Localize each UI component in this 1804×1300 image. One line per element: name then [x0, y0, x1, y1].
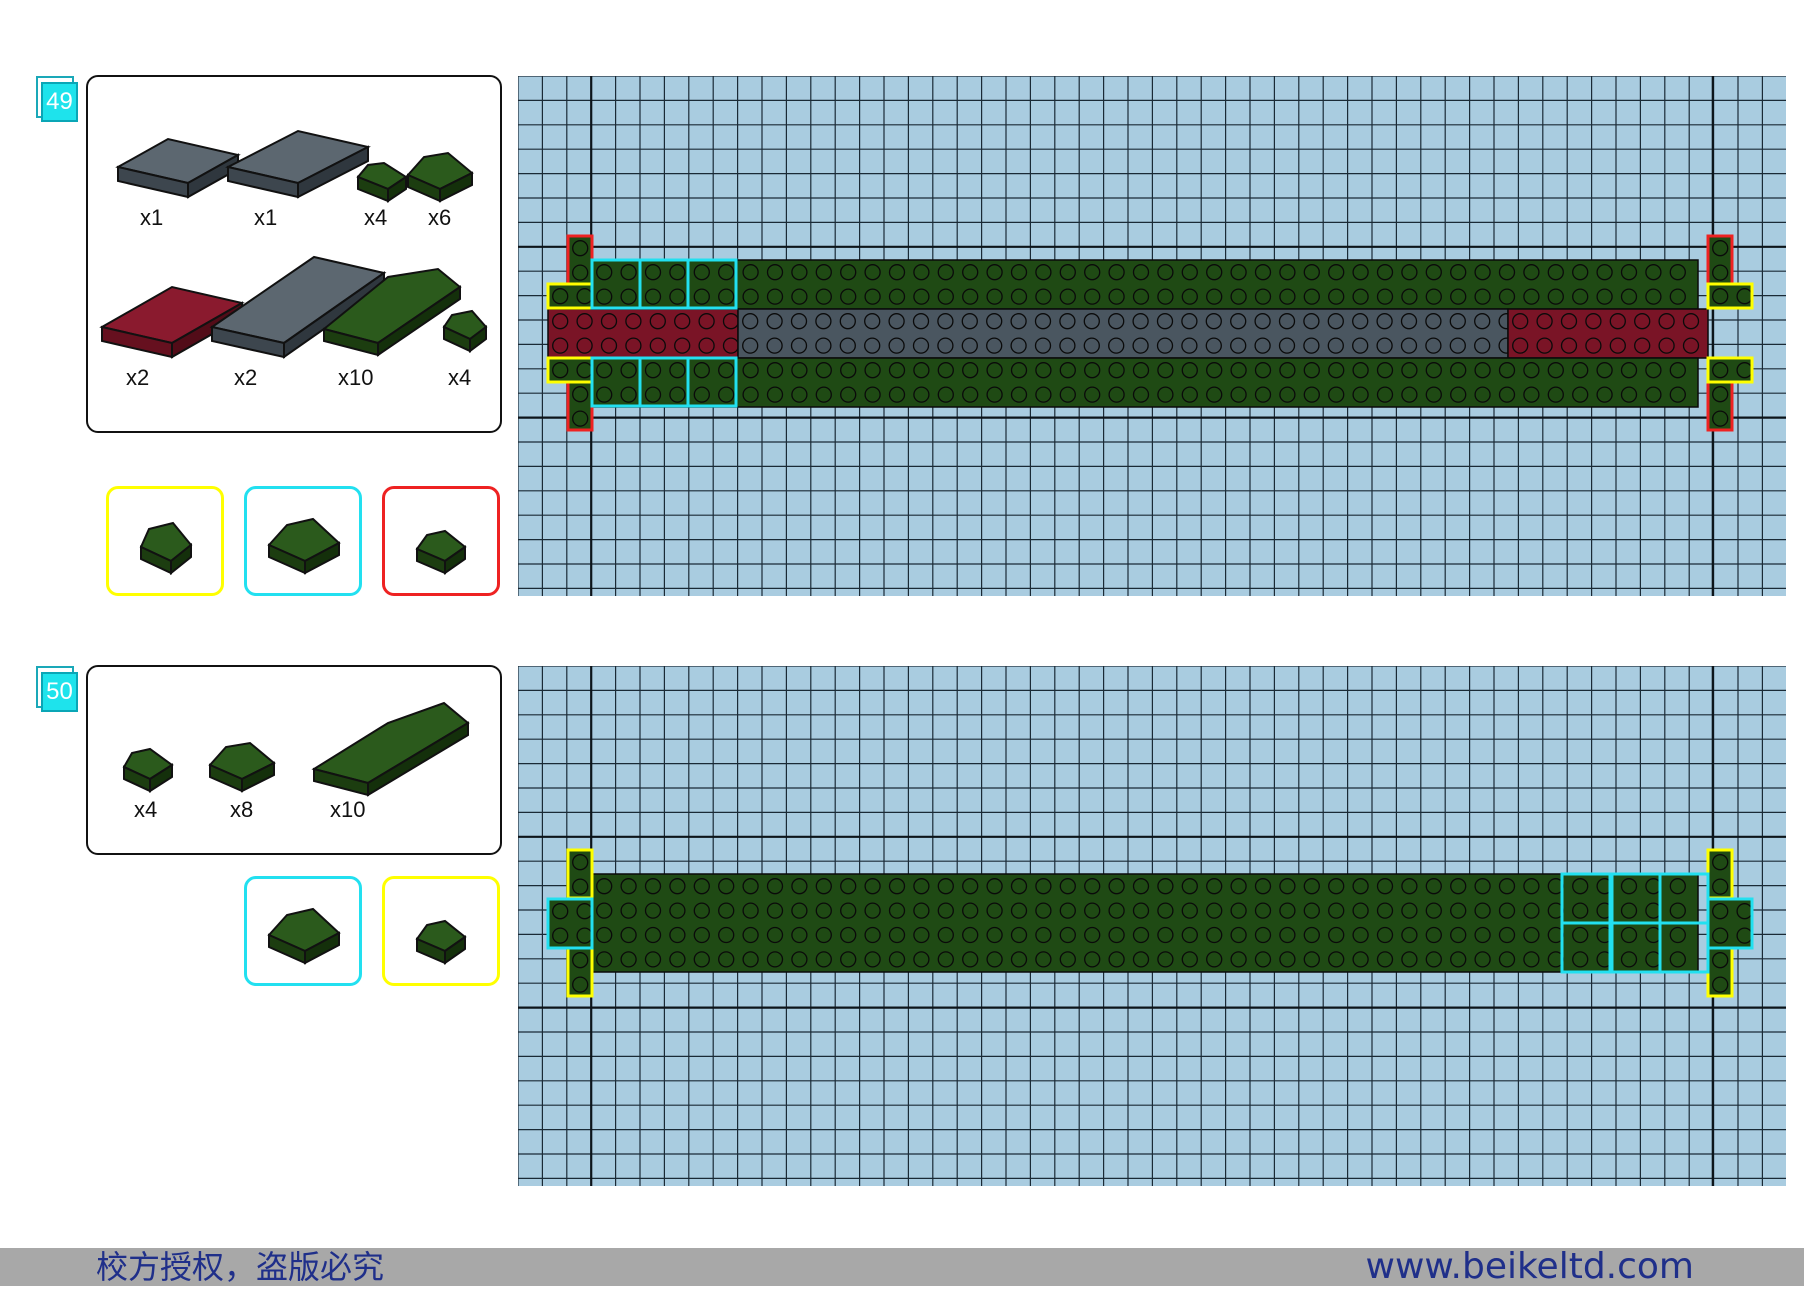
part-qty: x6	[428, 205, 452, 230]
part-qty: x8	[230, 797, 254, 822]
cyan-outline	[686, 258, 738, 310]
green-row-top	[591, 259, 1699, 310]
part-qty: x4	[448, 365, 472, 390]
green-slope-2x2-icon	[267, 907, 341, 965]
green-slope-end-left-top	[567, 235, 593, 285]
step-50-badge: 50	[36, 666, 78, 712]
cyan-outline	[1658, 921, 1710, 974]
part-qty: x2	[126, 365, 150, 390]
green-slope-end-right-bottom	[1707, 947, 1733, 997]
footer-bar: 校方授权，盗版必究 www.beikeltd.com	[0, 1248, 1804, 1286]
green-slope-1x2-icon	[139, 521, 193, 576]
part-qty: x1	[140, 205, 164, 230]
green-slope-end-right-top	[1707, 849, 1733, 899]
green-slope-1x1-icon	[356, 161, 408, 203]
green-slope-2x8-icon	[311, 701, 470, 797]
green-slope-2x8-icon	[321, 267, 462, 357]
dark-gray-plate-2x10-icon	[209, 255, 387, 359]
green-slope-side-right	[1707, 898, 1753, 949]
green-slope-side-left-bottom	[547, 357, 593, 383]
green-slope-side-left	[547, 898, 593, 949]
step-49-badge: 49	[36, 76, 78, 122]
green-slope-2x2-icon	[406, 151, 474, 203]
green-slope-side-right-bottom	[1707, 357, 1753, 383]
green-slope-side-left-top	[547, 283, 593, 309]
website-url: www.beikeltd.com	[1365, 1246, 1694, 1287]
part-qty: x4	[364, 205, 388, 230]
green-slope-2x2-icon	[208, 741, 276, 793]
green-slope-end-left-top	[567, 849, 593, 899]
cyan-outline	[686, 356, 738, 408]
green-row-bottom	[591, 357, 1699, 408]
green-slope-end-left-bottom	[567, 947, 593, 997]
step-number: 49	[41, 82, 78, 122]
baseplate-step-49	[518, 76, 1786, 596]
cyan-outline	[1560, 921, 1612, 974]
callout-cyan	[244, 486, 362, 596]
parts-panel-step-50: x4 x8 x10	[86, 665, 502, 855]
copyright-notice: 校方授权，盗版必究	[96, 1248, 385, 1286]
green-slope-side-right-top	[1707, 283, 1753, 309]
step-number: 50	[41, 672, 78, 712]
dark-gray-plates-middle	[737, 308, 1515, 359]
yellow-outline	[1706, 356, 1754, 384]
parts-panel-step-49: x1 x1 x4 x6 x2 x2 x10 x4	[86, 75, 502, 433]
part-qty: x4	[134, 797, 158, 822]
callout-yellow	[382, 876, 500, 986]
green-slope-end-right-bottom	[1707, 381, 1733, 431]
part-qty: x10	[338, 365, 374, 390]
dark-gray-plate-2x8-icon	[225, 129, 371, 199]
cyan-outline	[546, 897, 594, 950]
green-rows-middle	[591, 873, 1699, 973]
green-slope-1x1-icon	[415, 919, 467, 965]
green-slope-1x2-icon	[442, 309, 488, 353]
green-slope-end-right-top	[1707, 235, 1733, 285]
dark-gray-plate-2x6-icon	[115, 137, 241, 199]
green-slope-end-left-bottom	[567, 381, 593, 431]
part-qty: x2	[234, 365, 258, 390]
dark-red-plate-left	[547, 308, 740, 359]
part-qty: x1	[254, 205, 278, 230]
green-slope-1x1-icon	[122, 747, 174, 793]
yellow-outline	[1706, 282, 1754, 310]
callout-red	[382, 486, 500, 596]
callout-yellow	[106, 486, 224, 596]
baseplate-step-50	[518, 666, 1786, 1186]
green-slope-1x1-icon	[415, 529, 467, 575]
green-slope-2x2-icon	[267, 517, 341, 575]
part-qty: x10	[330, 797, 366, 822]
dark-red-plate-right	[1507, 308, 1709, 359]
callout-cyan	[244, 876, 362, 986]
